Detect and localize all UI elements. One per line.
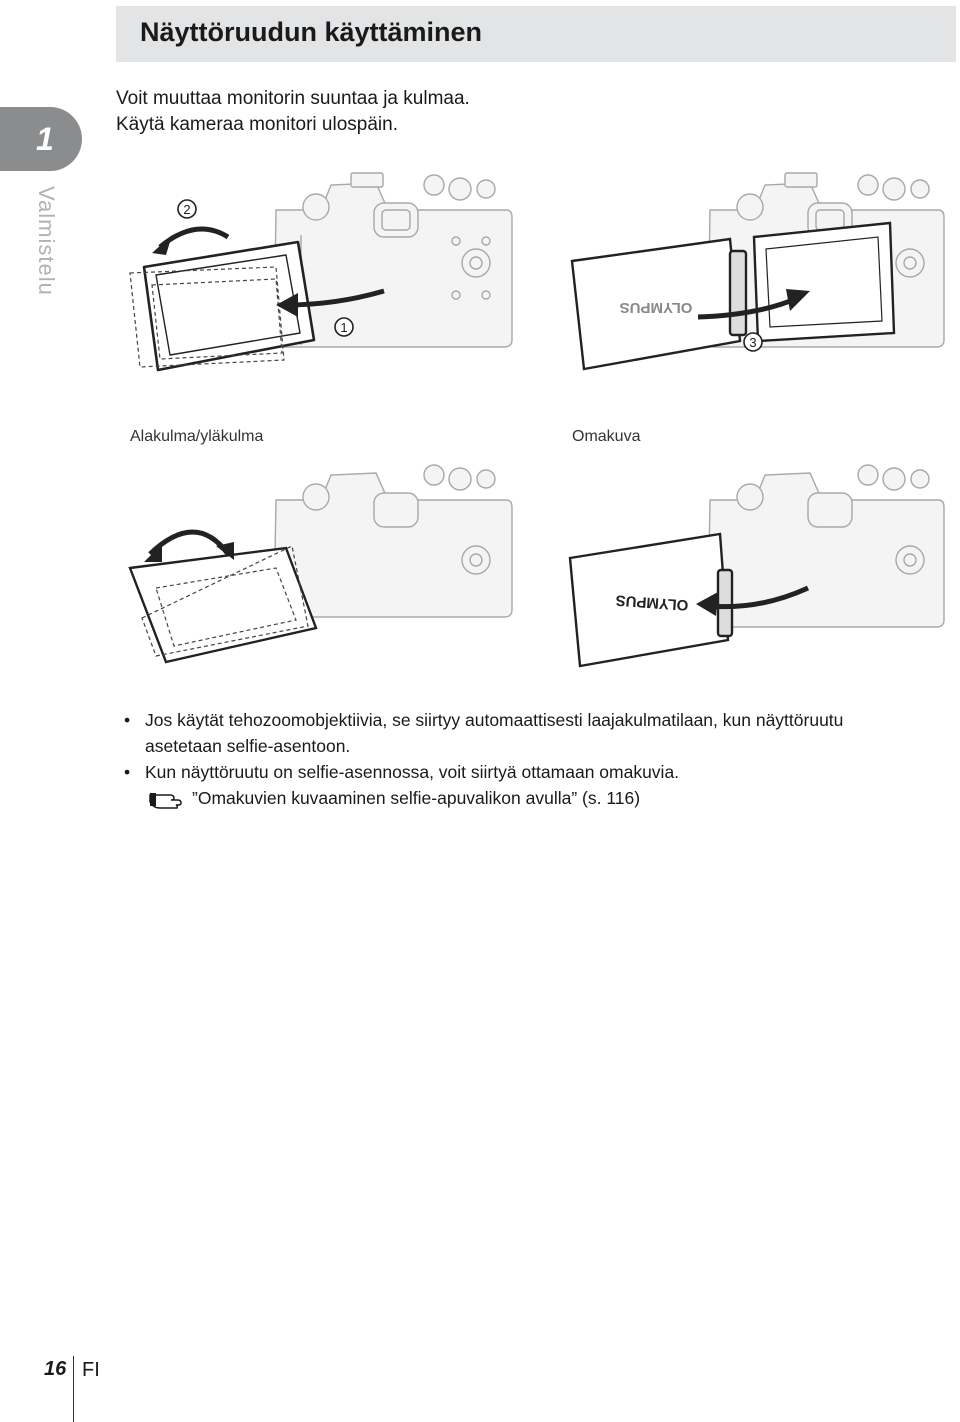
intro-text: Voit muuttaa monitorin suuntaa ja kulmaa… bbox=[116, 86, 470, 138]
page-reference: ”Omakuvien kuvaaminen selfie-apuvalikon … bbox=[124, 785, 960, 811]
footer-divider bbox=[73, 1356, 74, 1422]
language-code: FI bbox=[82, 1359, 100, 1381]
step-1-marker: 1 bbox=[340, 320, 347, 335]
caption-tilt-angle: Alakulma/yläkulma bbox=[130, 428, 264, 445]
note-1-line-1: Jos käytät tehozoomobjektiivia, se siirt… bbox=[145, 710, 844, 730]
note-item-1: • Jos käytät tehozoomobjektiivia, se sii… bbox=[124, 707, 960, 759]
figure-camera-swing-open: OLYMPUS 3 bbox=[570, 172, 945, 371]
section-title-bar: Näyttöruudun käyttäminen bbox=[116, 6, 956, 62]
note-2-text: Kun näyttöruutu on selfie-asennossa, voi… bbox=[145, 762, 680, 782]
figure-camera-selfie: OLYMPUS bbox=[568, 464, 945, 668]
figure-camera-tilt bbox=[128, 464, 513, 664]
note-item-2: • Kun näyttöruutu on selfie-asennossa, v… bbox=[124, 759, 960, 785]
step-2-marker: 2 bbox=[183, 202, 190, 217]
chapter-number: 1 bbox=[36, 121, 54, 157]
chapter-tab: 1 bbox=[0, 107, 82, 171]
reference-text: ”Omakuvien kuvaaminen selfie-apuvalikon … bbox=[192, 788, 641, 808]
page-number: 16 bbox=[44, 1358, 67, 1380]
chapter-label: Valmistelu bbox=[34, 186, 59, 296]
figure-camera-flip-out: 2 1 bbox=[129, 172, 513, 372]
bullet: • bbox=[124, 710, 131, 730]
olympus-logo-mirrored: OLYMPUS bbox=[620, 299, 693, 316]
note-1-line-2: asetetaan selfie-asentoon. bbox=[145, 736, 351, 756]
notes-list: • Jos käytät tehozoomobjektiivia, se sii… bbox=[124, 707, 960, 811]
intro-line-2: Käytä kameraa monitori ulospäin. bbox=[116, 114, 398, 135]
caption-selfie: Omakuva bbox=[572, 428, 641, 445]
step-3-marker: 3 bbox=[749, 335, 756, 350]
page-title: Näyttöruudun käyttäminen bbox=[140, 17, 483, 47]
intro-line-1: Voit muuttaa monitorin suuntaa ja kulmaa… bbox=[116, 88, 470, 109]
bullet: • bbox=[124, 762, 131, 782]
olympus-logo-upside-down: OLYMPUS bbox=[615, 591, 689, 613]
pointing-hand-icon bbox=[149, 793, 182, 809]
note-1-text: Jos käytät tehozoomobjektiivia, se siirt… bbox=[145, 707, 843, 759]
